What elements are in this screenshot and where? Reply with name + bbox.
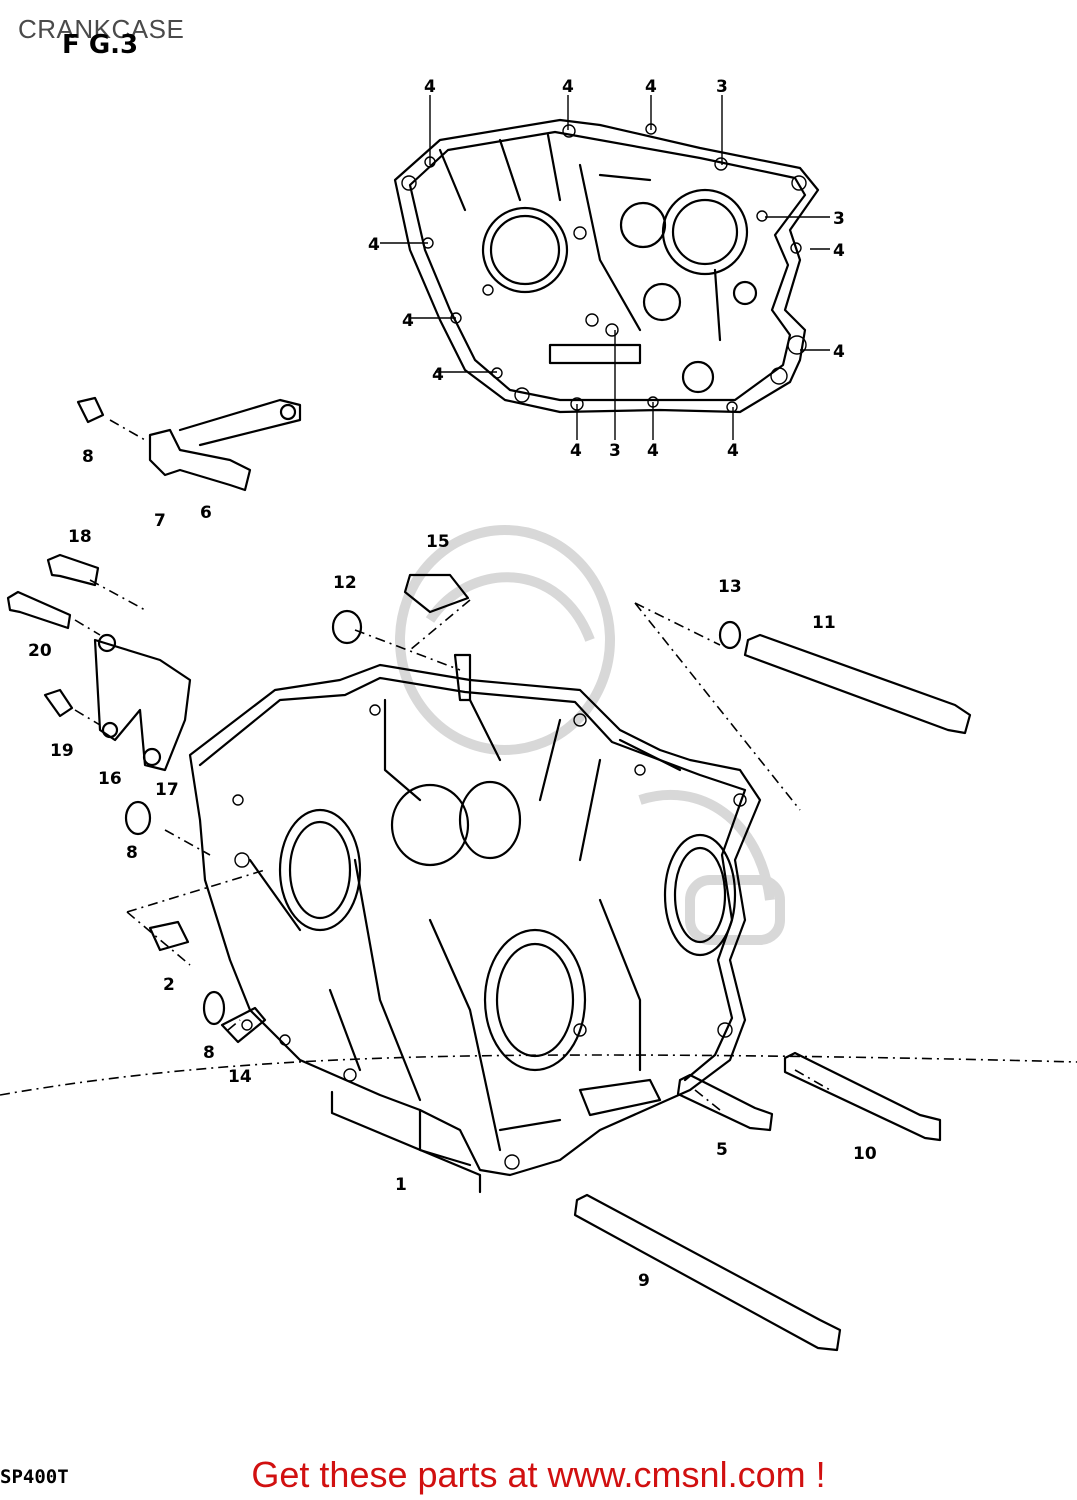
callout-8: 8	[126, 843, 138, 863]
callout-3: 3	[609, 441, 621, 461]
callout-14: 14	[228, 1067, 252, 1087]
callout-4: 4	[833, 342, 845, 362]
callout-9: 9	[638, 1271, 650, 1291]
small-parts	[6, 396, 972, 1352]
callout-20: 20	[28, 641, 52, 661]
callout-2: 2	[163, 975, 175, 995]
crankcase-main	[188, 653, 762, 1194]
callout-1: 1	[395, 1175, 407, 1195]
crankcase-half-upper	[393, 118, 820, 414]
callout-6: 6	[200, 503, 212, 523]
callout-4: 4	[432, 365, 444, 385]
callout-10: 10	[853, 1144, 877, 1164]
callout-7: 7	[154, 511, 166, 531]
callout-4: 4	[402, 311, 414, 331]
callout-3: 3	[716, 77, 728, 97]
callout-3: 3	[833, 209, 845, 229]
callout-5: 5	[716, 1140, 728, 1160]
callout-18: 18	[68, 527, 92, 547]
callout-19: 19	[50, 741, 74, 761]
callout-15: 15	[426, 532, 450, 552]
callout-8: 8	[82, 447, 94, 467]
callout-4: 4	[833, 241, 845, 261]
callout-8: 8	[203, 1043, 215, 1063]
callout-16: 16	[98, 769, 122, 789]
callout-4: 4	[570, 441, 582, 461]
page-title: CRANKCASE	[18, 14, 185, 44]
callout-4: 4	[368, 235, 380, 255]
callout-4: 4	[647, 441, 659, 461]
model-code: SP400T	[0, 1466, 69, 1488]
parts-store-link[interactable]: Get these parts at www.cmsnl.com !	[251, 1454, 826, 1495]
callout-4: 4	[424, 77, 436, 97]
callout-11: 11	[812, 613, 836, 633]
callout-4: 4	[727, 441, 739, 461]
leader-lines	[0, 95, 1077, 1111]
callout-4: 4	[562, 77, 574, 97]
callout-17: 17	[155, 780, 179, 800]
callout-12: 12	[333, 573, 357, 593]
callout-4: 4	[645, 77, 657, 97]
callout-13: 13	[718, 577, 742, 597]
callout-numbers: 1 2 3 3 3 4 4 4 4 4 4 4 4 4 4 4 5 6 7 8 …	[28, 77, 877, 1291]
figure-label: F G.3	[62, 30, 139, 60]
